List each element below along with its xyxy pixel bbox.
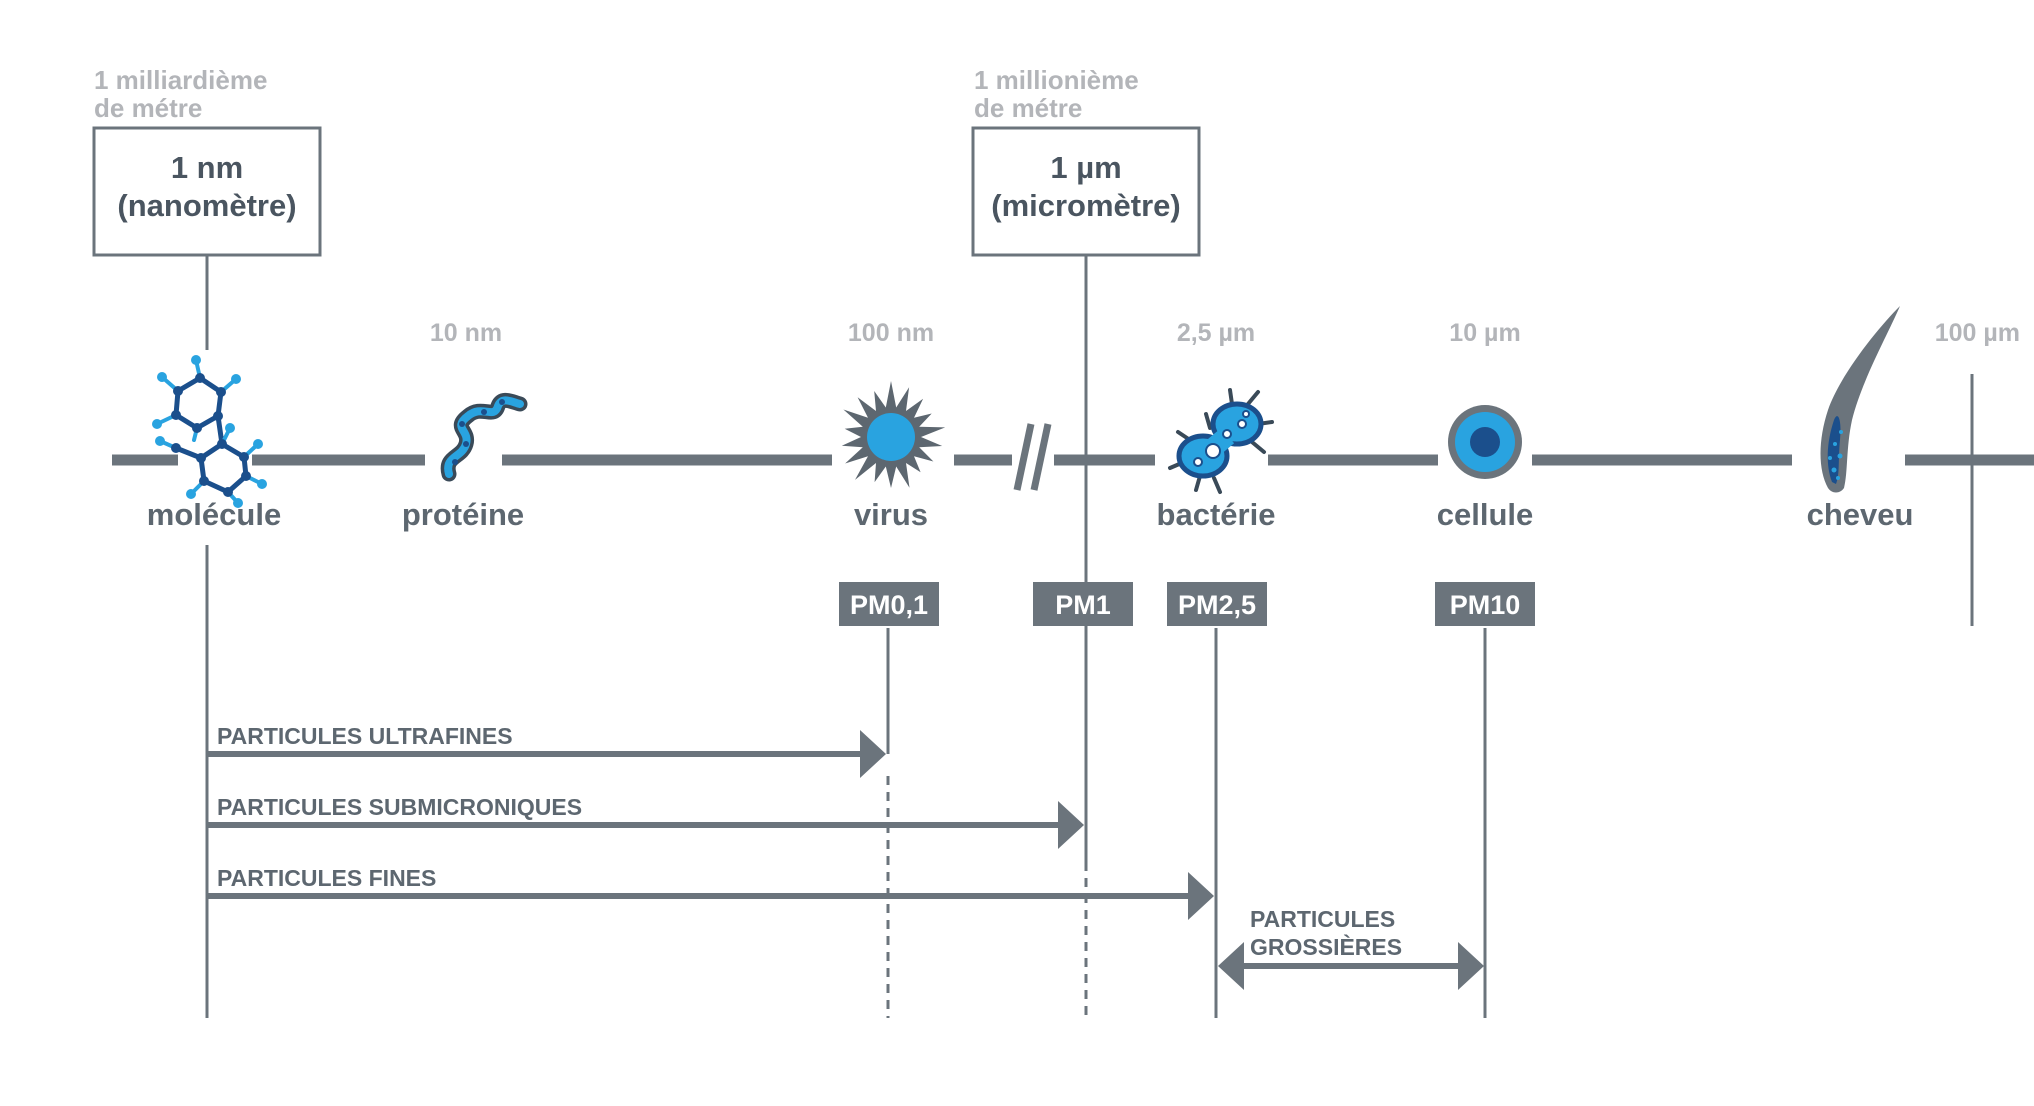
range-label: GROSSIÈRES	[1250, 933, 1402, 960]
range-coarse: PARTICULES GROSSIÈRES	[1218, 906, 1484, 990]
tick-label-100um: 100 µm	[1935, 319, 2020, 347]
pm-tag-label: PM1	[1055, 590, 1111, 620]
reference-box	[971, 126, 1201, 257]
reference-caption: de métre	[94, 93, 202, 123]
item-label-virus: virus	[854, 497, 928, 532]
tick-label-10um: 10 µm	[1449, 319, 1520, 347]
axis-break-icon	[1012, 423, 1054, 491]
cell-icon	[1448, 405, 1522, 479]
reference-unit: (nanomètre)	[117, 188, 296, 223]
bacteria-icon	[1168, 388, 1274, 494]
hair-icon	[1820, 306, 1900, 493]
range-submicronic: PARTICULES SUBMICRONIQUES	[207, 794, 1084, 849]
arrow-right-icon	[1188, 872, 1214, 920]
protein-icon	[440, 392, 528, 482]
reference-1nm: 1 milliardième de métre 1 nm (nanomètre)	[92, 65, 322, 257]
molecule-icon	[152, 355, 267, 508]
reference-unit: (micromètre)	[991, 188, 1181, 223]
pm-tag-label: PM2,5	[1178, 590, 1256, 620]
arrow-right-icon	[1458, 942, 1484, 990]
guide-lines	[205, 256, 1974, 1018]
item-label-hair: cheveu	[1807, 497, 1914, 532]
reference-caption: 1 milliardième	[94, 65, 267, 95]
range-label: PARTICULES FINES	[217, 865, 436, 891]
pm-tag-pm0-1: PM0,1	[839, 582, 939, 626]
pm-tag-label: PM10	[1450, 590, 1521, 620]
arrow-right-icon	[1058, 801, 1084, 849]
range-label: PARTICULES	[1250, 906, 1395, 932]
pm-tag-pm1: PM1	[1033, 582, 1133, 626]
tick-label-100nm: 100 nm	[848, 319, 934, 347]
range-label: PARTICULES ULTRAFINES	[217, 723, 513, 749]
reference-box	[92, 126, 322, 257]
item-label-bacteria: bactérie	[1157, 497, 1276, 532]
reference-1um: 1 millionième de métre 1 µm (micromètre)	[971, 65, 1201, 257]
virus-icon	[841, 381, 946, 488]
tick-label-10nm: 10 nm	[430, 319, 502, 347]
arrow-left-icon	[1218, 942, 1244, 990]
pm-tag-label: PM0,1	[850, 590, 928, 620]
range-label: PARTICULES SUBMICRONIQUES	[217, 794, 582, 820]
item-label-protein: protéine	[402, 497, 524, 532]
range-fine: PARTICULES FINES	[207, 865, 1214, 920]
item-label-cell: cellule	[1437, 497, 1534, 532]
item-label-molecule: molécule	[147, 497, 281, 532]
reference-value: 1 nm	[171, 150, 243, 185]
pm-tag-pm10: PM10	[1435, 582, 1535, 626]
arrow-right-icon	[860, 730, 886, 778]
reference-caption: 1 millionième	[974, 65, 1139, 95]
reference-caption: de métre	[974, 93, 1082, 123]
range-ultrafine: PARTICULES ULTRAFINES	[207, 723, 886, 778]
pm-tag-pm2-5: PM2,5	[1167, 582, 1267, 626]
tick-label-2-5um: 2,5 µm	[1177, 319, 1255, 347]
reference-value: 1 µm	[1050, 150, 1121, 185]
